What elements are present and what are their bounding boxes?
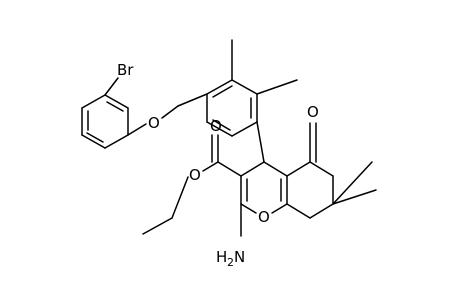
ethyl-ch3-bond [142, 217, 173, 235]
dimethylphenyl-ring [206, 79, 258, 137]
ester-alkoxy-oxygen-label: O [189, 166, 201, 184]
ketone-oxygen-label: O [307, 103, 319, 121]
c-br-bond [104, 77, 119, 96]
aryl-ether-bond [127, 123, 147, 136]
amino-n-label: N [234, 248, 245, 266]
ether-oxygen-label: O [148, 114, 160, 132]
pyran-oxygen-label: O [258, 208, 270, 226]
pyran-ring [240, 161, 288, 214]
gem-methyl-2 [332, 189, 377, 205]
amino-subscript-label: 2 [227, 256, 234, 269]
ether-ch2-bond [161, 105, 179, 119]
bromophenyl-ring [81, 94, 129, 149]
atom-labels: Br O O O O O H 2 N [117, 61, 319, 269]
amino-h-label: H [216, 248, 227, 266]
aryl-c4-bond [256, 121, 265, 163]
methyl-right [256, 79, 298, 95]
bromine-label: Br [117, 61, 134, 79]
ester-carbonyl-oxygen-label: O [210, 117, 222, 135]
c3-ester-bond [217, 161, 242, 177]
gem-methyl-1 [332, 161, 373, 205]
cyclohexanone-ring [286, 161, 334, 219]
ch2-ring-bond [177, 93, 208, 107]
ester-single-bond [202, 161, 219, 172]
ethyl-ch2-bond [171, 176, 189, 219]
